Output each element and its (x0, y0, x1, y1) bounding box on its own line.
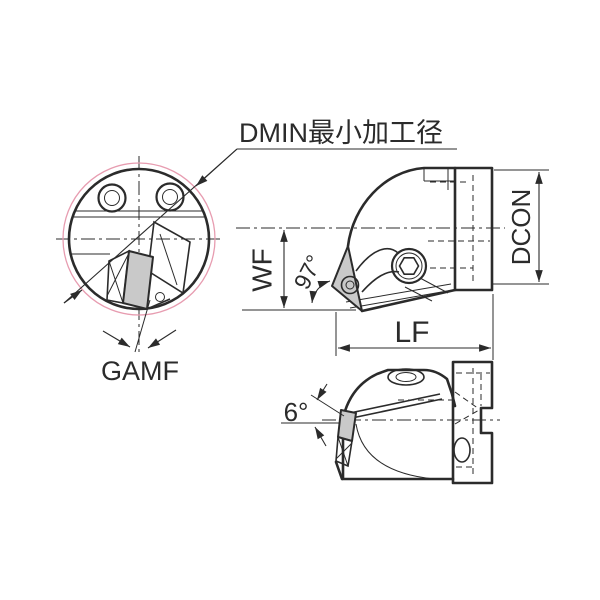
angle-6-arrow-upper (316, 383, 328, 401)
body-front-corner (334, 460, 344, 481)
clamp-rear-lines (404, 277, 449, 302)
top-view-insert (337, 409, 357, 442)
body-hidden-lines (398, 391, 480, 425)
side-view: WF 97° LF DCON (236, 166, 549, 360)
head-bottom-edge (360, 288, 457, 313)
dcon-extension-lines (491, 169, 549, 285)
side-view-insert (331, 245, 363, 312)
clamp-finger-inner (345, 280, 355, 290)
dmin-arrow-lower (63, 289, 83, 304)
shank-hidden-h (428, 181, 490, 269)
clamp-hole-right (155, 182, 185, 212)
dmin-arrow-upper (195, 148, 238, 187)
angle-97-arc (309, 280, 331, 304)
angle-6-edge-line (310, 394, 345, 417)
insert-seat-diagonals (335, 436, 353, 467)
wedge-face-lines (349, 393, 443, 419)
top-view: 6° (281, 360, 500, 485)
head-top-profile (346, 166, 457, 248)
head-step-lines (423, 168, 455, 190)
screw-head-top (387, 368, 425, 386)
end-view: DMIN最小加工径 GAMF (56, 118, 457, 386)
gamf-arrow-right (147, 329, 177, 349)
clamp-arm-lower (361, 270, 400, 293)
end-view-body-circle (67, 167, 211, 311)
pocket-left-diagonals (106, 254, 129, 304)
clamp-screw-boss (390, 247, 428, 285)
angle-97-label: 97° (289, 251, 328, 294)
clamp-finger (340, 275, 360, 295)
lf-label: LF (394, 316, 429, 349)
pocket-arc (355, 423, 435, 480)
clamp-end-face (147, 220, 191, 295)
gamf-label: GAMF (101, 356, 179, 386)
shank-section (453, 166, 494, 292)
dcon-label: DCON (506, 189, 536, 266)
screw-head-top-inner (395, 372, 417, 382)
gamf-arrow-left (102, 330, 131, 348)
pocket-bottom-edge (146, 298, 171, 310)
seat-lines (345, 283, 454, 309)
pocket-screw-hole (155, 292, 165, 302)
clamp-hole-left (97, 183, 127, 213)
clamp-hole-right-inner (162, 189, 178, 205)
gamf-edge-line (134, 299, 151, 353)
clamp-hump-outline (343, 368, 457, 413)
coolant-hole (453, 437, 471, 463)
dmin-label: DMIN最小加工径 (239, 118, 443, 148)
end-view-insert (122, 250, 154, 310)
dmin-reference-circle (62, 162, 216, 316)
shank-block (451, 360, 494, 485)
angle-6-label: 6° (284, 397, 309, 427)
wf-label: WF (247, 248, 278, 292)
angle-6-arrow-lower (314, 426, 327, 447)
clamp-hole-left-inner (104, 190, 120, 206)
clamp-screw-head (395, 252, 423, 280)
shank-block-hidden (456, 368, 490, 478)
clamp-end-detail (159, 233, 178, 286)
clamp-arm-upper (355, 248, 399, 272)
clamp-screw-hex (398, 256, 420, 276)
